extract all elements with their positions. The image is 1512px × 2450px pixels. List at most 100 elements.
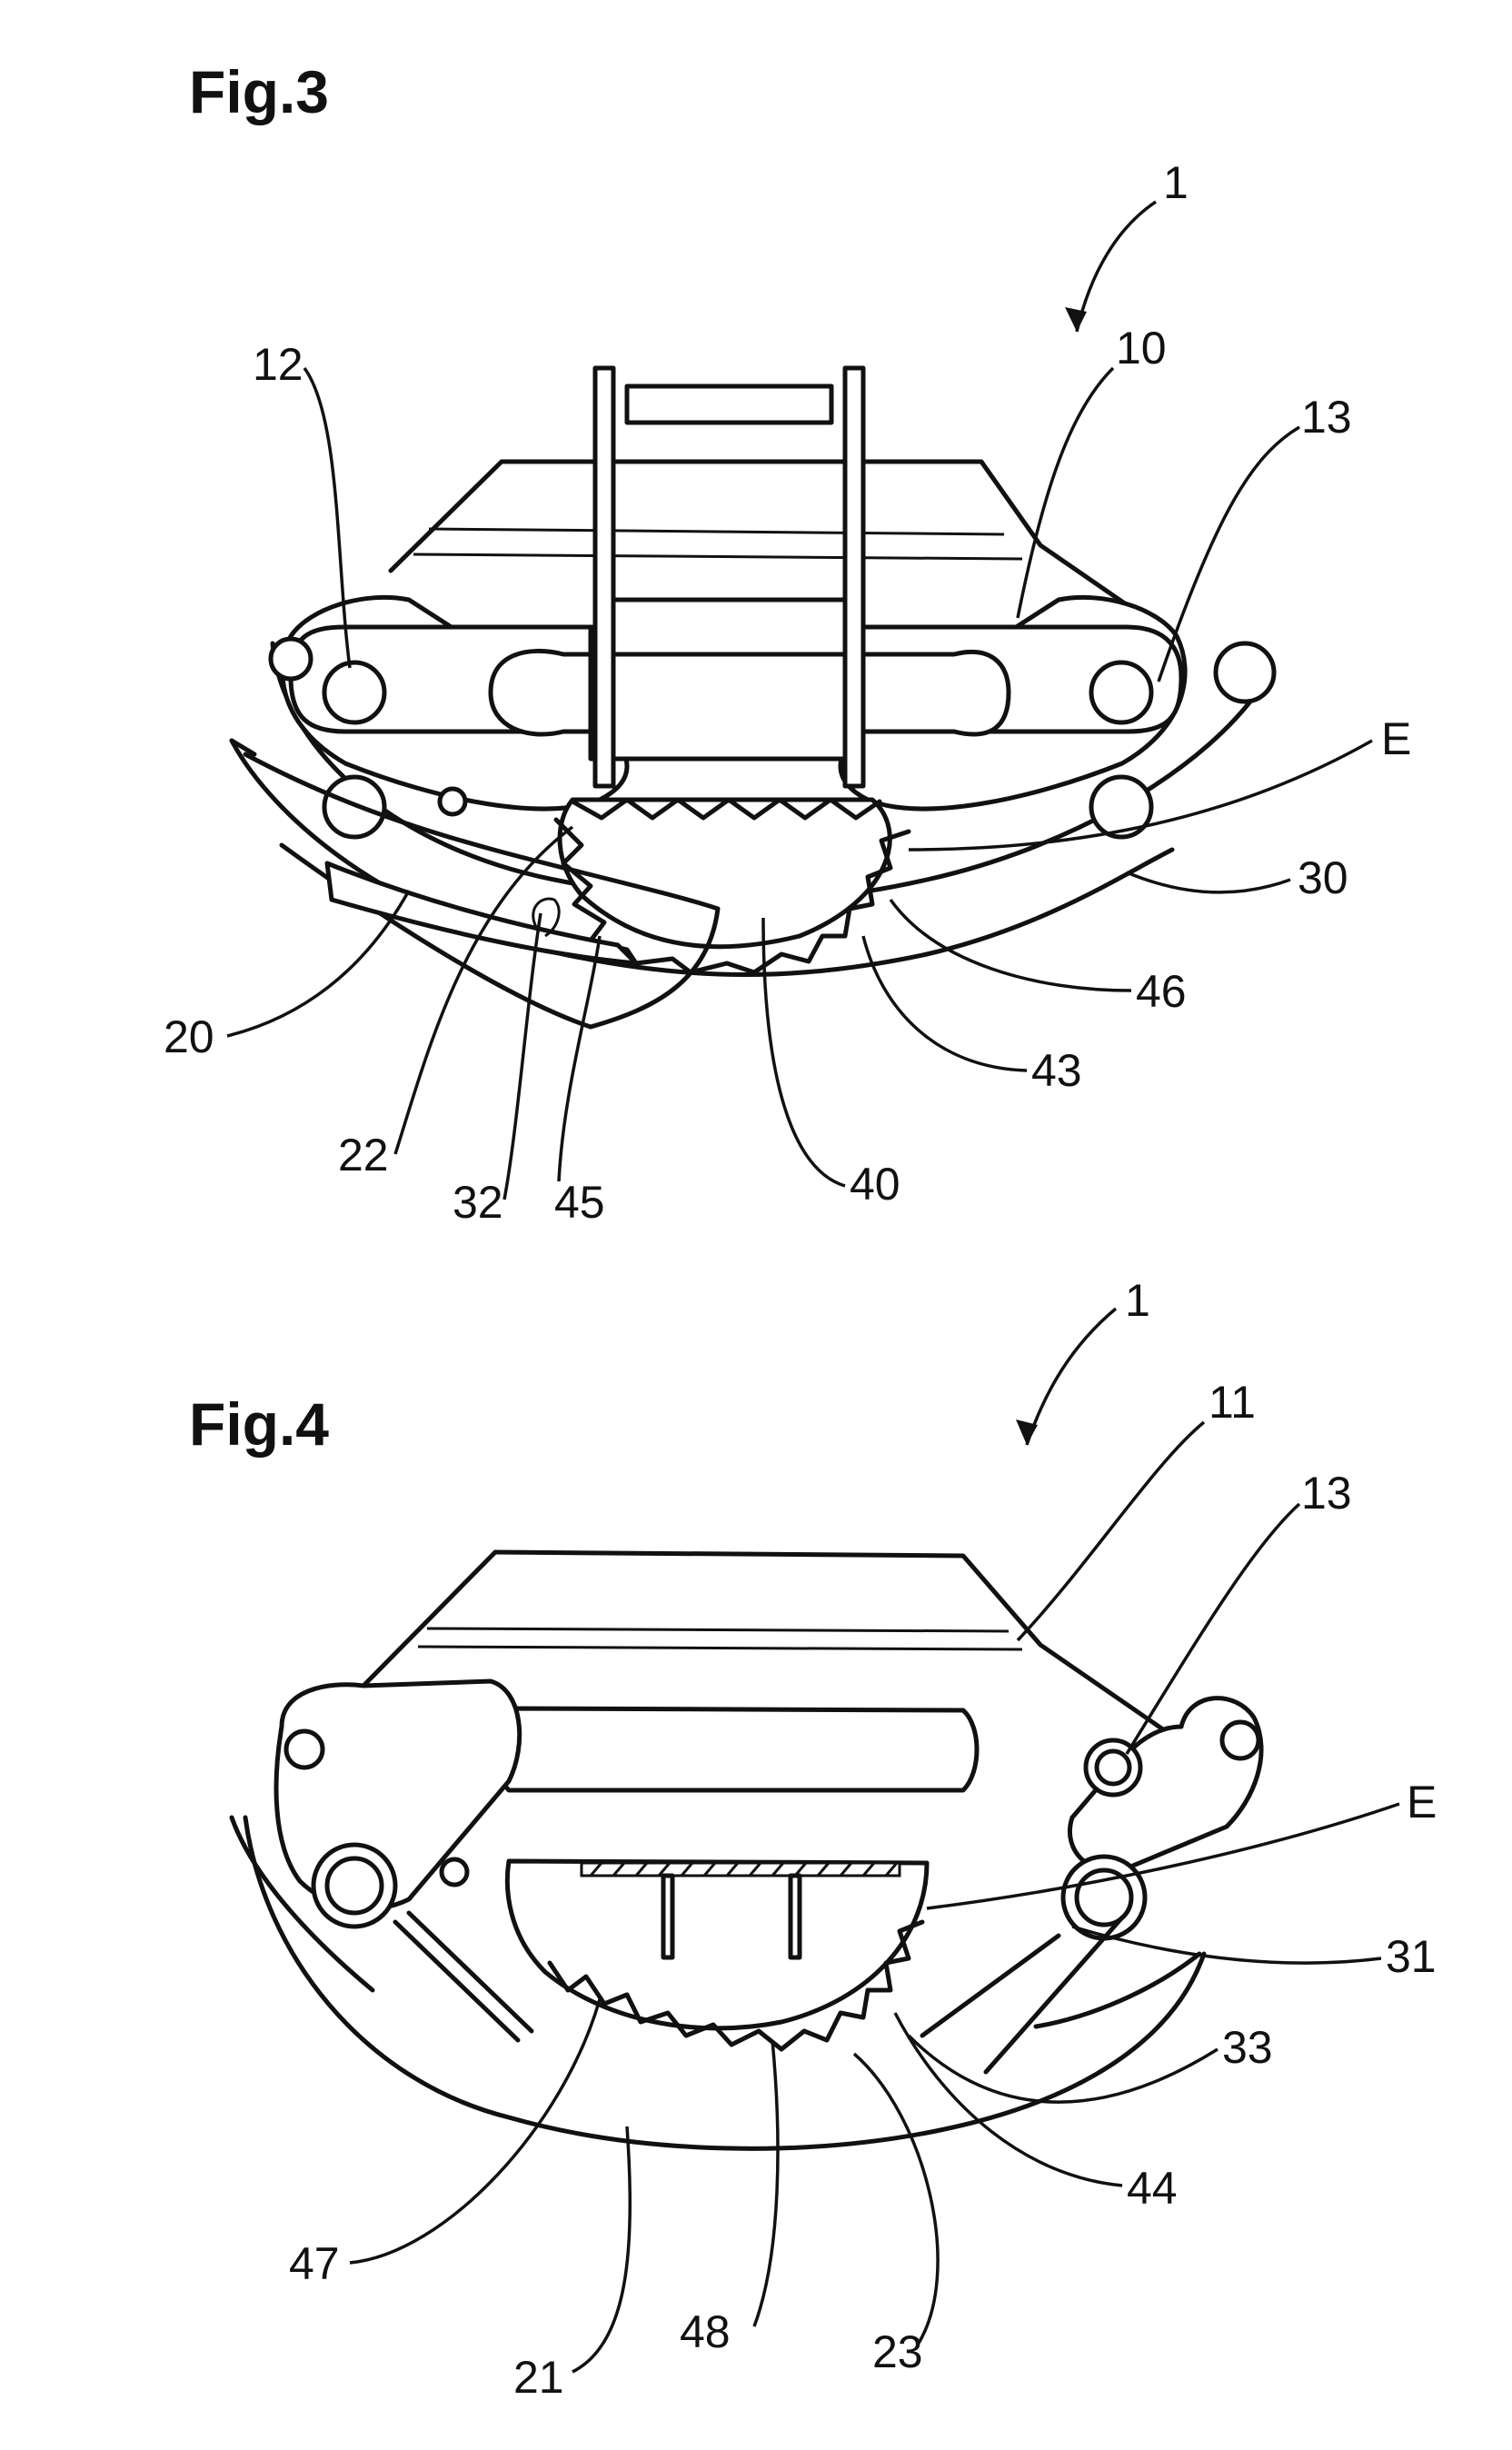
housing-band-line-lower	[413, 553, 1023, 561]
upper-housing-outline	[499, 459, 1175, 639]
figure-3: Fig.3	[189, 58, 1277, 1030]
label-11: 11	[1209, 1377, 1256, 1428]
inner-frame-fig4	[492, 1706, 980, 1793]
jaw-slot-32	[532, 897, 561, 938]
leader-44	[893, 2012, 1123, 2187]
teeth-fig4	[547, 1919, 925, 2052]
pivot-pin-13	[1089, 660, 1154, 725]
shell-tip-right	[1033, 1951, 1202, 2029]
blade-right-lower	[983, 1915, 1125, 2075]
hatching	[589, 1862, 899, 1877]
pivot-pin-outer-left	[268, 636, 313, 682]
leader-20	[226, 890, 411, 1038]
jaw-arm-slot	[324, 861, 639, 966]
leader-E	[908, 739, 1373, 852]
jaw-arm-20	[243, 752, 721, 1030]
reference-arrow-head	[1065, 307, 1087, 332]
label-31: 31	[1386, 1931, 1437, 1982]
label-1-fig4: 1	[1125, 1275, 1150, 1326]
gear-segment-40	[557, 797, 892, 950]
reference-arrow-shaft	[1075, 200, 1157, 333]
housing-band-line-lower-fig4	[417, 1645, 1023, 1651]
label-E: E	[1381, 713, 1411, 764]
leader-40	[761, 917, 846, 1188]
label-44: 44	[1127, 2163, 1178, 2214]
upper-housing-outline-fig4	[492, 1549, 1175, 1738]
small-bore	[437, 786, 468, 817]
label-13: 13	[1301, 392, 1352, 443]
web-left	[661, 1873, 675, 1960]
label-47: 47	[289, 2238, 340, 2289]
tube-left-inner	[324, 1856, 384, 1916]
figure-3-labels: 1 10 12 13 E 30 46 43 40 45 32 22 20	[164, 157, 1411, 1228]
bracket-crossbar	[624, 383, 834, 425]
leader-23	[852, 2052, 940, 2345]
label-20: 20	[164, 1011, 214, 1062]
pivot-pin-12	[322, 660, 387, 725]
upper-housing-left-edge	[388, 459, 504, 573]
upper-teeth	[570, 797, 882, 821]
blade-left-edge	[406, 1910, 534, 2034]
leader-45	[557, 935, 602, 1182]
leader-43	[861, 935, 1028, 1072]
label-32: 32	[453, 1177, 503, 1228]
leader-22	[393, 825, 574, 1155]
leader-48	[752, 2039, 780, 2327]
pivot-pin-left-upper-fig4	[284, 1728, 325, 1770]
hatched-crossbar	[580, 1861, 901, 1877]
leader-46	[889, 898, 1132, 992]
leader-10	[1016, 366, 1115, 619]
shell-lower-outline	[229, 738, 1175, 977]
label-45: 45	[554, 1177, 605, 1228]
leader-13-fig4	[1125, 1502, 1301, 1755]
pivot-pin-lower-right	[1089, 774, 1154, 840]
label-43: 43	[1031, 1045, 1082, 1096]
leader-31	[1071, 1925, 1382, 1965]
leader-E-fig4	[926, 1802, 1400, 1910]
figure-4: Fig.4	[189, 1307, 1264, 2151]
label-E-fig4: E	[1407, 1777, 1437, 1828]
pivot-pin-right-upper-fig4	[1219, 1719, 1261, 1761]
lower-teeth	[553, 817, 911, 975]
housing-band-line-fig4	[426, 1627, 1010, 1633]
label-13-fig4: 13	[1301, 1468, 1352, 1519]
bracket-clamp	[611, 597, 848, 657]
figure-4-labels: 1 11 13 E 31 33 44 23 48 21 47	[289, 1275, 1437, 2403]
shell-tip-left	[229, 1815, 375, 1993]
label-40: 40	[850, 1159, 900, 1210]
pivot-pin-13-inner-fig4	[1094, 1748, 1132, 1787]
label-33: 33	[1222, 2022, 1273, 2073]
small-bore-fig4	[439, 1857, 470, 1887]
label-23: 23	[872, 2326, 923, 2377]
leader-21	[572, 2126, 632, 2374]
web-right	[788, 1873, 802, 1960]
leader-32	[502, 912, 542, 1200]
leader-13	[1157, 425, 1300, 682]
label-22: 22	[338, 1130, 389, 1180]
figure-4-title: Fig.4	[189, 1390, 329, 1458]
bracket-left-post	[592, 365, 616, 789]
bracket-right-post	[842, 365, 866, 789]
housing-band-line	[428, 527, 1005, 536]
reference-arrow-head-fig4	[1016, 1419, 1038, 1445]
reference-arrow-shaft-fig4	[1025, 1307, 1118, 1446]
label-12: 12	[253, 339, 303, 390]
leader-33	[907, 2034, 1219, 2104]
label-48: 48	[680, 2306, 731, 2357]
label-1: 1	[1163, 157, 1189, 208]
leader-47	[349, 1998, 602, 2265]
label-46: 46	[1136, 966, 1187, 1017]
figure-3-title: Fig.3	[189, 58, 329, 125]
jaw-tip-left	[229, 738, 257, 757]
upper-housing-left-edge-fig4	[356, 1549, 498, 1693]
label-21: 21	[513, 2352, 564, 2403]
shell-outline-fig4	[243, 1815, 1207, 2151]
leader-12	[303, 366, 352, 669]
leader-11	[1016, 1420, 1206, 1642]
pivot-pin-outer-right	[1213, 641, 1277, 704]
blade-right	[920, 1933, 1061, 2038]
label-10: 10	[1116, 323, 1167, 373]
blade-left	[393, 1919, 521, 2043]
label-30: 30	[1298, 852, 1348, 903]
